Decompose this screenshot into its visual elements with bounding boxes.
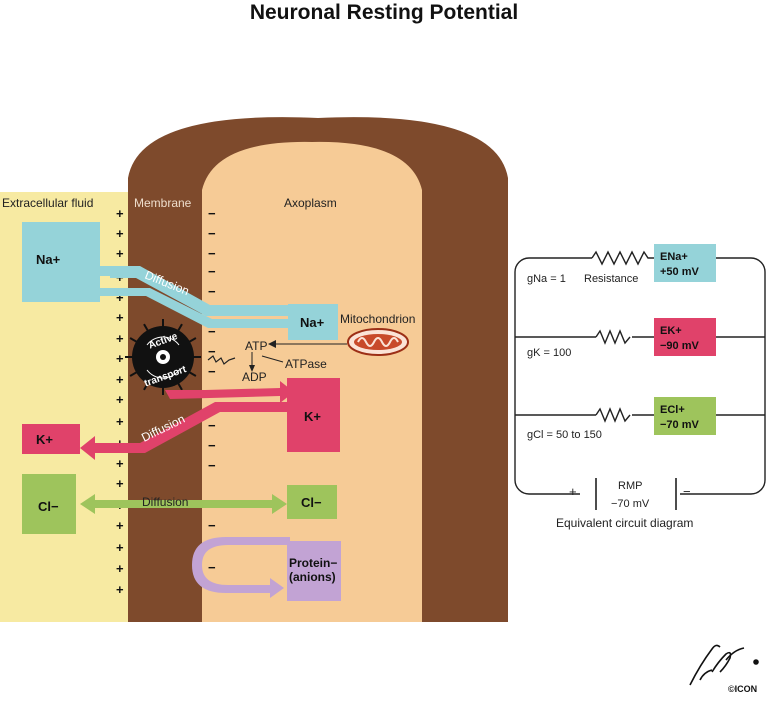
svg-text:©ICON: ©ICON bbox=[728, 684, 757, 694]
na-pump-arrow bbox=[80, 282, 300, 328]
e-na-box bbox=[654, 244, 716, 282]
plus-sign: + bbox=[116, 518, 124, 533]
minus-sign: − bbox=[208, 226, 216, 241]
rmp-label: RMP bbox=[618, 480, 642, 492]
k-diffusion-band bbox=[80, 402, 287, 460]
k-pump-arrow bbox=[165, 381, 294, 403]
adp-label: ADP bbox=[242, 370, 267, 384]
minus-sign: − bbox=[208, 418, 216, 433]
e-cl-box bbox=[654, 397, 716, 435]
g-cl-label: gCl = 50 to 150 bbox=[527, 429, 602, 441]
k-outside-box bbox=[22, 424, 80, 454]
resistance-label: Resistance bbox=[584, 273, 638, 285]
plus-sign: + bbox=[116, 476, 124, 491]
protein-box bbox=[287, 541, 341, 601]
circuit-caption: Equivalent circuit diagram bbox=[556, 516, 693, 530]
plus-sign: + bbox=[116, 561, 124, 576]
e-na-value: +50 mV bbox=[660, 266, 699, 278]
mitochondrion-label: Mitochondrion bbox=[340, 312, 415, 326]
protein-label-1: Protein− bbox=[289, 556, 337, 570]
cl-outside-label: Cl− bbox=[38, 499, 59, 514]
minus-sign: − bbox=[208, 324, 216, 339]
e-na-label: ENa+ bbox=[660, 251, 688, 263]
pump-spike bbox=[143, 323, 149, 332]
membrane-label: Membrane bbox=[134, 196, 192, 210]
na-diffusion-band bbox=[110, 266, 290, 316]
e-k-value: −90 mV bbox=[660, 340, 699, 352]
resistor-icon bbox=[595, 407, 631, 423]
battery-minus: − bbox=[683, 484, 691, 499]
g-na-label: gNa = 1 bbox=[527, 273, 566, 285]
plus-sign: + bbox=[116, 310, 124, 325]
na-outside-label: Na+ bbox=[36, 252, 61, 267]
plus-sign: + bbox=[116, 372, 124, 387]
equivalent-circuit bbox=[514, 257, 766, 495]
protein-label-2: (anions) bbox=[289, 570, 336, 584]
minus-sign: − bbox=[208, 246, 216, 261]
pump-spike bbox=[143, 382, 149, 391]
rmp-value: −70 mV bbox=[611, 498, 650, 510]
plus-sign: + bbox=[116, 331, 124, 346]
cl-diffusion-label: Diffusion bbox=[142, 495, 188, 509]
minus-sign: − bbox=[208, 264, 216, 279]
minus-sign: − bbox=[208, 364, 216, 379]
extracellular-label: Extracellular fluid bbox=[2, 196, 93, 210]
plus-sign: + bbox=[116, 290, 124, 305]
na-outside-box bbox=[22, 222, 130, 302]
k-inside-box bbox=[287, 378, 340, 452]
e-k-box bbox=[654, 318, 716, 356]
minus-sign: − bbox=[208, 458, 216, 473]
minus-sign: − bbox=[208, 560, 216, 575]
cl-diffusion-arrow bbox=[80, 494, 287, 514]
cl-outside-box bbox=[22, 474, 76, 534]
plus-sign: + bbox=[116, 392, 124, 407]
plus-sign: + bbox=[116, 351, 124, 366]
battery-icon bbox=[595, 478, 677, 510]
pump-spike bbox=[177, 382, 183, 391]
axoplasm-label: Axoplasm bbox=[284, 196, 337, 210]
page-title: Neuronal Resting Potential bbox=[249, 1, 519, 24]
minus-sign: − bbox=[208, 344, 216, 359]
e-k-label: EK+ bbox=[660, 325, 682, 337]
cl-inside-box bbox=[287, 485, 337, 519]
na-inside-label: Na+ bbox=[300, 315, 325, 330]
minus-sign: − bbox=[208, 438, 216, 453]
e-cl-value: −70 mV bbox=[660, 419, 699, 431]
plus-sign: + bbox=[116, 246, 124, 261]
resistor-icon bbox=[595, 329, 631, 345]
plus-sign: + bbox=[116, 456, 124, 471]
pump-spike bbox=[129, 337, 138, 343]
plus-sign: + bbox=[116, 206, 124, 221]
signature-logo: ©ICON bbox=[689, 644, 759, 694]
energy-squiggle bbox=[207, 355, 236, 365]
cl-inside-label: Cl− bbox=[301, 495, 322, 510]
battery-plus: + bbox=[569, 484, 577, 499]
plus-sign: + bbox=[116, 540, 124, 555]
k-inside-label: K+ bbox=[304, 409, 321, 424]
circuit-frame bbox=[514, 257, 766, 495]
resistor-icon bbox=[591, 250, 654, 266]
pump-spike bbox=[188, 371, 197, 377]
pump-spike bbox=[188, 337, 197, 343]
plus-sign: + bbox=[116, 226, 124, 241]
minus-sign: − bbox=[208, 284, 216, 299]
atpase-arrow bbox=[261, 355, 284, 363]
k-outside-label: K+ bbox=[36, 432, 53, 447]
g-k-label: gK = 100 bbox=[527, 347, 571, 359]
na-inside-box bbox=[288, 304, 338, 340]
minus-sign: − bbox=[208, 518, 216, 533]
e-cl-label: ECl+ bbox=[660, 404, 685, 416]
protein-loop-arrow bbox=[192, 537, 290, 598]
mitochondrion-icon bbox=[347, 328, 409, 356]
atpase-label: ATPase bbox=[285, 357, 327, 371]
plus-sign: + bbox=[116, 582, 124, 597]
pump-spike bbox=[177, 323, 183, 332]
pump-spike bbox=[129, 371, 138, 377]
plus-sign: + bbox=[116, 414, 124, 429]
minus-sign: − bbox=[208, 206, 216, 221]
atp-label: ATP bbox=[245, 339, 267, 353]
